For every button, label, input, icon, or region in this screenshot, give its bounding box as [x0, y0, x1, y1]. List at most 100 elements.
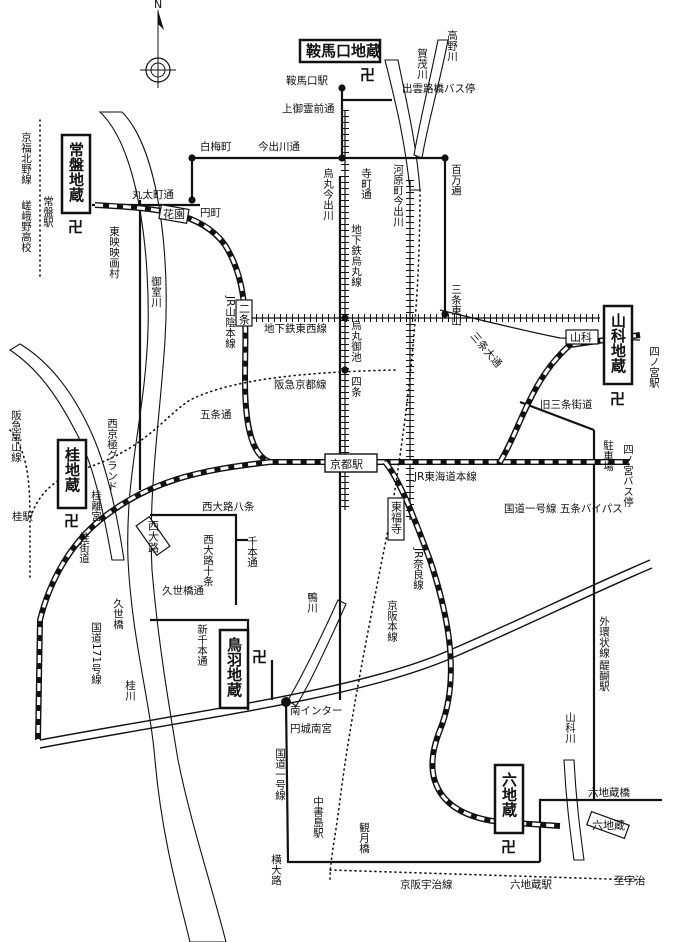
map-labels: 鞍馬口駅 上御霊前通 出雲路橋バス停 白梅町 今出川通 丸太町通 円町 地下鉄東…	[12, 74, 646, 891]
kangetsu-label: 観月橋	[358, 821, 370, 854]
kokudo171-label: 国道171号線	[90, 622, 102, 684]
tokaido-label: JR東海道本線	[413, 470, 477, 483]
kokudo1-gojo-label: 国道一号線 五条バイパス	[504, 502, 623, 515]
gojo-label: 五条通	[200, 408, 232, 421]
kurama-jizo-label: 鞍馬口地蔵	[306, 42, 381, 60]
rokujizo-label: 六地蔵	[500, 771, 518, 818]
karasuma-imadegawa-label: 烏丸今出川	[322, 167, 334, 220]
katsuragawa-label: 桂川	[124, 679, 136, 701]
sanjo-dori-label: 三条大通	[468, 330, 505, 371]
kawaramachi-imadegawa-label: 河原町今出川	[392, 164, 404, 227]
daigo-label: 醍醐駅	[598, 660, 610, 692]
nijo-station: 二条	[235, 299, 253, 327]
takanogawa-label: 高野川	[446, 29, 458, 61]
jonangu-label: 円城南宮	[290, 722, 332, 735]
hanazono-station: 花園	[158, 203, 190, 225]
rokujizo-bashi-label: 六地蔵橋	[588, 786, 630, 799]
kamo-lower-river	[287, 599, 347, 707]
rokujizo-sign: 六地蔵	[586, 810, 630, 840]
hanazono-station-label: 花園	[163, 208, 185, 221]
keihan-uji-label: 京阪宇治線	[400, 878, 453, 891]
to-uji-label: 至宇治	[614, 874, 646, 887]
shinsenbon-label: 新千本通	[196, 623, 208, 666]
kurama-jizo-box: 鞍馬口地蔵 卍	[298, 38, 382, 84]
nishioji10-label: 西大路十条	[202, 534, 214, 587]
hyakumanben-label: 百万遍	[450, 164, 462, 196]
imadegawa-label: 今出川通	[258, 140, 300, 153]
toba-jizo-label: 鳥羽地蔵	[225, 636, 243, 698]
sagano-label: 嵯峨野高校	[20, 199, 32, 253]
nishioji-station: 西大路	[135, 515, 171, 557]
nara-line-label: JR奈良線	[412, 547, 424, 590]
parking-label: 駐車場	[602, 439, 614, 472]
tokiwa-manji: 卍	[68, 218, 83, 236]
meishin-expressway	[39, 559, 651, 741]
tokiwa-jizo-label: 常盤地蔵	[67, 141, 85, 203]
meishin-expressway-edge	[39, 567, 653, 749]
rokujizo-box: 六地蔵 卍	[493, 763, 525, 856]
yamashina-manji: 卍	[610, 390, 625, 408]
nishikyogoku-label: 西京極グランド	[106, 418, 118, 492]
north-label: N	[154, 0, 162, 11]
karasuma-line-label: 地下鉄烏丸線	[350, 223, 362, 287]
shijo-label: 四条	[350, 376, 362, 397]
kuze-label: 久世橋	[112, 598, 124, 630]
chushojima-label: 中書島駅	[312, 795, 324, 839]
katsura-kaido-label: 桂街道	[78, 531, 90, 563]
sanjo-keihan-label: 三条東山	[450, 284, 462, 326]
intersections	[188, 84, 449, 707]
kyoto-station-label: 京都駅	[330, 457, 363, 471]
katsura-jizo-box: 桂地蔵 卍	[56, 438, 88, 530]
teramachi-label: 寺町通	[360, 168, 372, 200]
izumoji-label: 出雲路橋バス停	[402, 82, 476, 95]
tofukuji-station: 東福寺	[387, 497, 405, 541]
toba-manji: 卍	[252, 648, 267, 666]
katsura-station-label: 桂駅	[12, 510, 33, 523]
kuzebashi-label: 久世橋通	[162, 584, 204, 597]
minamiinter-label: 南インター	[290, 704, 343, 717]
sotokanjo-label: 外環状線	[598, 616, 610, 658]
kamigoryo-label: 上御霊前通	[282, 102, 335, 115]
nishioji-station-label: 西大路	[147, 520, 160, 554]
tokiwa-station-label: 常盤駅	[42, 195, 54, 228]
keihan-lines	[329, 189, 641, 881]
keihan-label: 京阪本線	[386, 599, 398, 642]
senbon-label: 千本通	[246, 536, 258, 568]
katsura-jizo-label: 桂地蔵	[63, 446, 81, 493]
rokujizo-manji: 卍	[501, 838, 516, 856]
rokujizo-sign-label: 六地蔵	[592, 819, 625, 832]
marutamachi-label: 丸太町通	[132, 188, 174, 201]
yamashina-station: 山科	[565, 329, 599, 345]
eigamura-label: 東映映画村	[108, 225, 120, 278]
rokujizo-station-label: 六地蔵駅	[510, 878, 552, 891]
yokooji-label: 横大路	[270, 853, 282, 886]
nishioji8-label: 西大路八条	[202, 500, 255, 513]
hankyu-lines	[9, 369, 396, 581]
misugigawa-label: 御室川	[150, 275, 162, 307]
katsura-rikyu-label: 桂離宮	[90, 489, 102, 522]
kamogawa-upper-label: 賀茂川	[416, 48, 428, 80]
kyuusanjo-label: 旧三条街道	[540, 398, 593, 411]
yamashina-jizo-label: 山科地蔵	[609, 313, 627, 374]
kuramaguchi-label: 鞍馬口駅	[286, 74, 328, 87]
yamashinagawa-label: 山科川	[564, 712, 576, 744]
tokiwa-jizo-box: 常盤地蔵 卍	[60, 133, 92, 236]
shinomiya-station-label: 四ノ宮駅	[648, 346, 660, 389]
kurama-manji: 卍	[360, 66, 375, 84]
kitano-label: 京福北野線	[20, 131, 32, 184]
kamogawa-label: 鴨川	[306, 591, 318, 613]
kyoto-station: 京都駅	[324, 453, 378, 473]
diagonal-labels: 三条大通	[468, 330, 505, 371]
emmachi-label: 円町	[200, 207, 221, 219]
yamashina-station-label: 山科	[570, 330, 592, 344]
tofukuji-station-label: 東福寺	[390, 501, 403, 534]
kokudo1-south-label: 国道一号線	[274, 748, 286, 801]
katsura-side-river	[8, 343, 125, 561]
katsura-river	[98, 111, 227, 942]
nijo-station-label: 二条	[238, 303, 251, 325]
compass-rose: N	[140, 0, 176, 88]
vertical-labels: 烏丸今出川 寺町通 河原町今出川 百万遍 地下鉄烏丸線 烏丸御池 四条 三条東山…	[10, 29, 660, 886]
yamashina-jizo-box: 山科地蔵 卍	[602, 304, 634, 408]
